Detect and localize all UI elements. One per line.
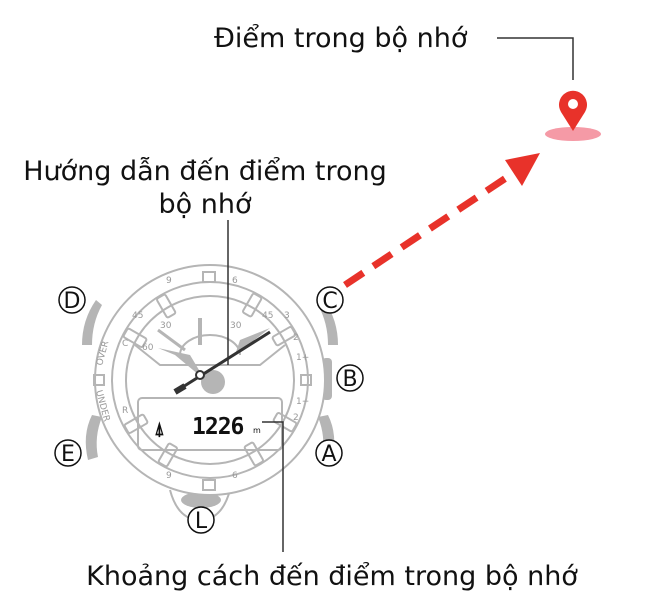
compass-indicator-icon: ⍋: [154, 419, 165, 440]
svg-text:60: 60: [142, 343, 154, 353]
svg-text:E: E: [61, 442, 75, 467]
svg-text:1−: 1−: [296, 397, 309, 407]
button-label-d: D: [58, 286, 86, 314]
distance-leader: [262, 421, 284, 552]
watch: [82, 264, 338, 522]
svg-text:2: 2: [293, 333, 299, 343]
svg-text:9: 9: [166, 276, 172, 286]
memory-point-label: Điểm trong bộ nhớ: [214, 23, 468, 54]
distance-unit: m: [253, 426, 261, 435]
svg-text:6: 6: [232, 471, 238, 481]
svg-text:R: R: [122, 406, 128, 416]
button-label-e: E: [54, 439, 82, 467]
button-label-c: C: [316, 286, 344, 314]
direction-arrow: [343, 153, 540, 288]
svg-text:45: 45: [132, 311, 143, 321]
svg-text:B: B: [342, 367, 357, 392]
location-pin-icon: [545, 90, 601, 141]
svg-text:9: 9: [166, 471, 172, 481]
button-label-l: L: [187, 506, 215, 534]
svg-text:30: 30: [230, 321, 242, 331]
svg-text:30: 30: [160, 321, 172, 331]
button-label-a: A: [315, 439, 343, 467]
svg-text:45: 45: [262, 311, 273, 321]
svg-text:A: A: [321, 442, 336, 467]
distance-label: Khoảng cách đến điểm trong bộ nhớ: [86, 561, 578, 592]
svg-text:C: C: [122, 339, 128, 349]
svg-text:2: 2: [293, 413, 299, 423]
svg-text:1+: 1+: [296, 353, 309, 363]
button-label-b: B: [336, 364, 364, 392]
memory-point-leader: [497, 37, 574, 80]
direction-label-line2: bộ nhớ: [159, 189, 252, 220]
distance-value: 1226: [192, 414, 244, 440]
svg-text:C: C: [322, 289, 337, 314]
svg-text:D: D: [64, 289, 81, 314]
lcd-display: ⍋ 1226 m: [154, 414, 261, 440]
svg-text:3: 3: [284, 311, 290, 321]
direction-label-line1: Hướng dẫn đến điểm trong: [23, 156, 387, 187]
svg-text:L: L: [195, 509, 208, 534]
svg-text:6: 6: [232, 276, 238, 286]
